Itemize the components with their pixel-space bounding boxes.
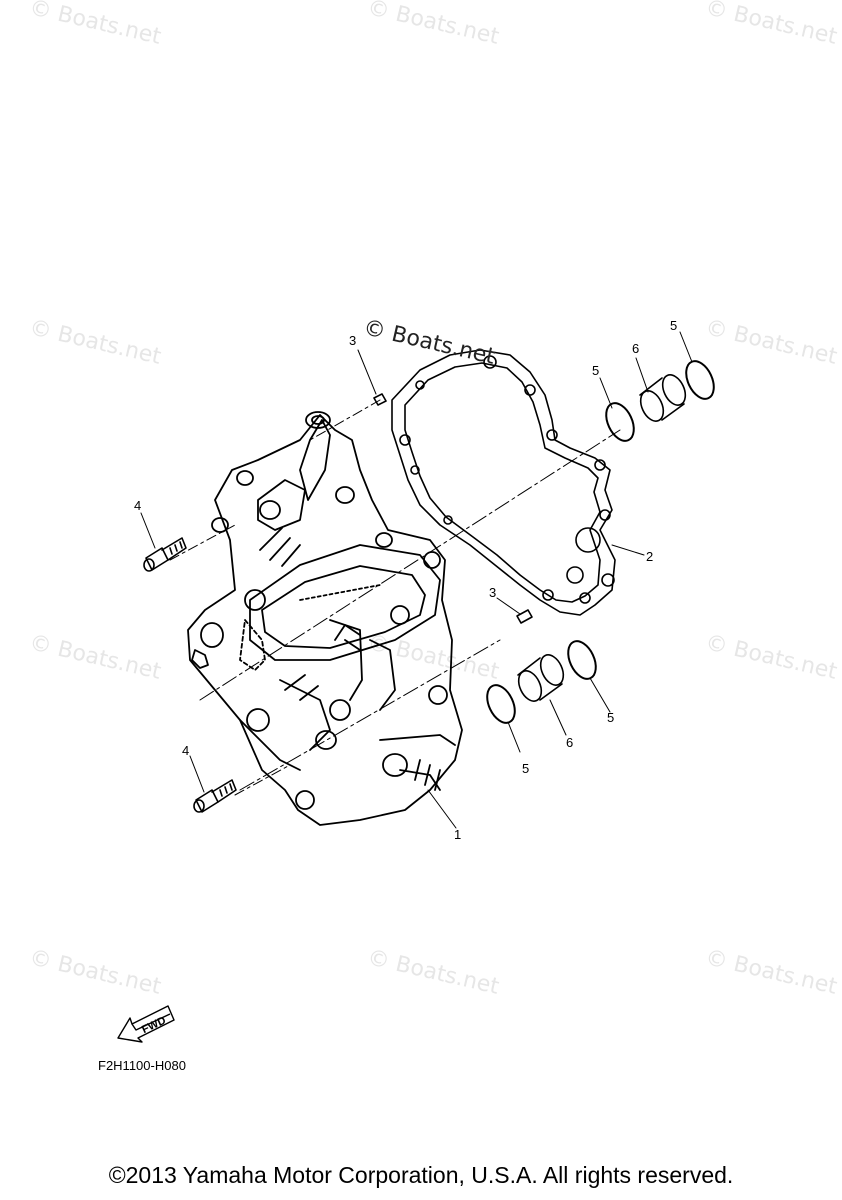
callout-2: 2 xyxy=(646,549,654,564)
callout-3: 3 xyxy=(349,333,357,348)
copyright-notice: ©2013 Yamaha Motor Corporation, U.S.A. A… xyxy=(108,1162,734,1188)
leader-lines xyxy=(140,331,693,829)
crankcase-cover xyxy=(187,411,463,826)
callout-4: 4 xyxy=(134,498,142,513)
callout-5: 5 xyxy=(607,710,615,725)
callout-1: 1 xyxy=(454,827,462,842)
callout-4: 4 xyxy=(182,743,190,758)
gasket xyxy=(391,349,616,616)
callout-5: 5 xyxy=(522,761,530,776)
fwd-arrow-icon: FWD xyxy=(117,1005,175,1043)
bolt xyxy=(193,779,237,813)
collar xyxy=(517,374,687,702)
callout-6: 6 xyxy=(632,341,640,356)
bolt xyxy=(143,537,187,572)
diagram-code: F2H1100-H080 xyxy=(98,1058,186,1073)
callout-5: 5 xyxy=(670,318,678,333)
callout-6: 6 xyxy=(566,735,574,750)
callout-3: 3 xyxy=(489,585,497,600)
centerline xyxy=(169,524,236,561)
centerline xyxy=(234,764,291,796)
centerline xyxy=(309,399,381,441)
callout-5: 5 xyxy=(592,363,600,378)
centerline xyxy=(239,639,501,791)
dowel-pin xyxy=(373,393,533,624)
